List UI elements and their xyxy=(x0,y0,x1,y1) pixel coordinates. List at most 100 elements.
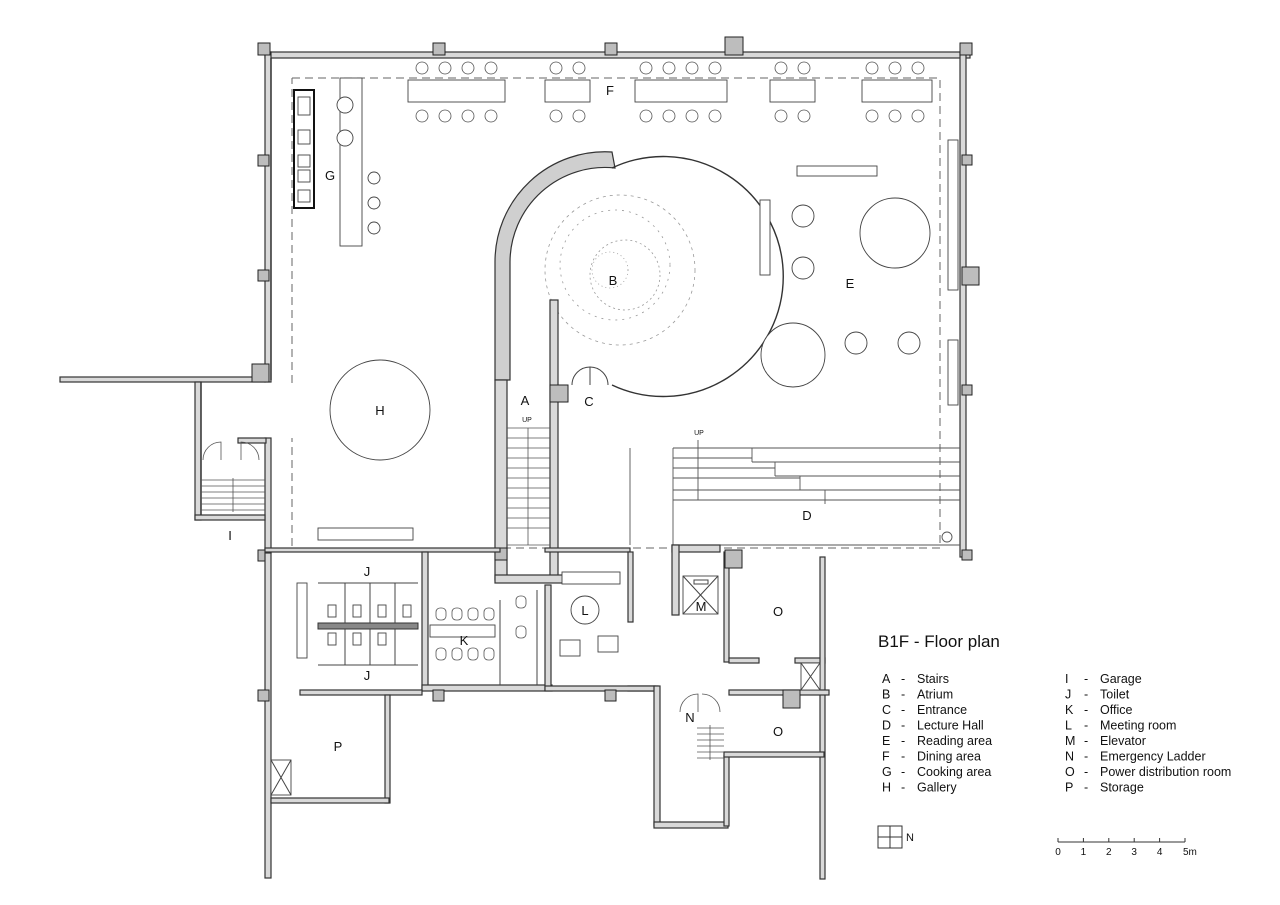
office-furniture xyxy=(429,590,538,685)
room-label-D: D xyxy=(802,508,811,523)
legend-key: P xyxy=(1065,781,1073,795)
legend-key: O xyxy=(1065,765,1075,779)
room-label-I: I xyxy=(228,528,232,543)
north-arrow-icon: N xyxy=(877,825,914,849)
legend-name: Reading area xyxy=(917,734,992,748)
legend-name: Lecture Hall xyxy=(917,719,984,733)
legend-name: Stairs xyxy=(917,672,949,686)
legend-key: D xyxy=(882,719,891,733)
room-label-E: E xyxy=(846,276,855,291)
legend-key: N xyxy=(1065,750,1074,764)
cooking-area-furniture xyxy=(293,77,381,247)
room-label-C: C xyxy=(584,394,593,409)
room-label-O-upper: O xyxy=(773,604,783,619)
legend-key: M xyxy=(1065,734,1075,748)
room-label-F: F xyxy=(606,83,614,98)
room-label-M: M xyxy=(696,599,707,614)
legend-key: G xyxy=(882,765,892,779)
legend-key: H xyxy=(882,781,891,795)
legend-key: C xyxy=(882,703,891,717)
legend-name: Entrance xyxy=(917,703,967,717)
legend-name: Power distribution room xyxy=(1100,765,1231,779)
scale-tick-label: 4 xyxy=(1157,847,1163,858)
legend-separator: - xyxy=(1084,672,1088,686)
plan-title: B1F - Floor plan xyxy=(878,632,1000,651)
reading-area-furniture xyxy=(759,139,959,406)
room-label-A: A xyxy=(521,393,530,408)
legend-separator: - xyxy=(1084,781,1088,795)
legend-name: Elevator xyxy=(1100,734,1146,748)
garage-stairs xyxy=(201,441,265,512)
gallery-bench xyxy=(317,527,414,541)
legend-name: Garage xyxy=(1100,672,1142,686)
room-label-J-upper: J xyxy=(364,564,371,579)
room-label-H: H xyxy=(375,403,384,418)
emergency-ladder xyxy=(679,693,724,760)
legend-separator: - xyxy=(1084,750,1088,764)
scale-bar: 0 1 2 3 4 5m xyxy=(1055,838,1197,858)
legend-name: Toilet xyxy=(1100,688,1130,702)
room-label-P: P xyxy=(334,739,343,754)
legend-key: K xyxy=(1065,703,1074,717)
room-label-J-lower: J xyxy=(364,668,371,683)
legend-separator: - xyxy=(901,703,905,717)
legend-key: J xyxy=(1065,688,1071,702)
lecture-hall-steps xyxy=(629,440,960,546)
gallery-platform xyxy=(329,359,431,461)
room-label-N: N xyxy=(685,710,694,725)
room-label-L: L xyxy=(581,603,588,618)
atrium-tree xyxy=(544,194,696,346)
scale-tick-label: 0 xyxy=(1055,847,1061,858)
legend-key: A xyxy=(882,672,891,686)
room-label-K: K xyxy=(460,633,469,648)
scale-tick-label: 5m xyxy=(1183,847,1197,858)
legend-name: Meeting room xyxy=(1100,719,1176,733)
legend-name: Gallery xyxy=(917,781,957,795)
legend-key: E xyxy=(882,734,890,748)
legend-separator: - xyxy=(901,719,905,733)
legend-name: Storage xyxy=(1100,781,1144,795)
utility-boxes xyxy=(270,662,821,796)
atrium-wall xyxy=(494,151,784,398)
legend-key: I xyxy=(1065,672,1068,686)
room-labels: A B C D E F G H I J J K L M N O O P UP U… xyxy=(228,83,854,754)
stair-up-mark-hall: UP xyxy=(694,430,704,437)
legend-separator: - xyxy=(1084,734,1088,748)
legend-separator: - xyxy=(901,734,905,748)
legend-name: Dining area xyxy=(917,750,981,764)
scale-tick-label: 1 xyxy=(1081,847,1087,858)
scale-tick-label: 2 xyxy=(1106,847,1112,858)
legend-name: Office xyxy=(1100,703,1132,717)
legend-key: L xyxy=(1065,719,1072,733)
meeting-room-furniture xyxy=(559,571,621,657)
legend-separator: - xyxy=(901,672,905,686)
legend-name: Cooking area xyxy=(917,765,991,779)
legend-separator: - xyxy=(901,781,905,795)
legend-name: Emergency Ladder xyxy=(1100,750,1206,764)
legend-separator: - xyxy=(1084,688,1088,702)
room-label-O-lower: O xyxy=(773,724,783,739)
outer-walls xyxy=(59,36,980,562)
legend-separator: - xyxy=(1084,765,1088,779)
ceiling-outline xyxy=(291,77,941,549)
elevator xyxy=(682,575,719,615)
stair-up-mark-main: UP xyxy=(522,417,532,424)
north-label: N xyxy=(906,832,914,844)
toilet-fixtures xyxy=(296,582,419,666)
legend-key: F xyxy=(882,750,890,764)
legend-separator: - xyxy=(901,750,905,764)
room-label-B: B xyxy=(609,273,618,288)
service-block-walls xyxy=(257,544,830,880)
room-label-G: G xyxy=(325,168,335,183)
legend-name: Atrium xyxy=(917,688,953,702)
scale-tick-label: 3 xyxy=(1131,847,1137,858)
dining-area-furniture xyxy=(407,61,933,123)
legend-separator: - xyxy=(901,688,905,702)
legend-key: B xyxy=(882,688,890,702)
legend-separator: - xyxy=(1084,719,1088,733)
legend-separator: - xyxy=(1084,703,1088,717)
legend-separator: - xyxy=(901,765,905,779)
